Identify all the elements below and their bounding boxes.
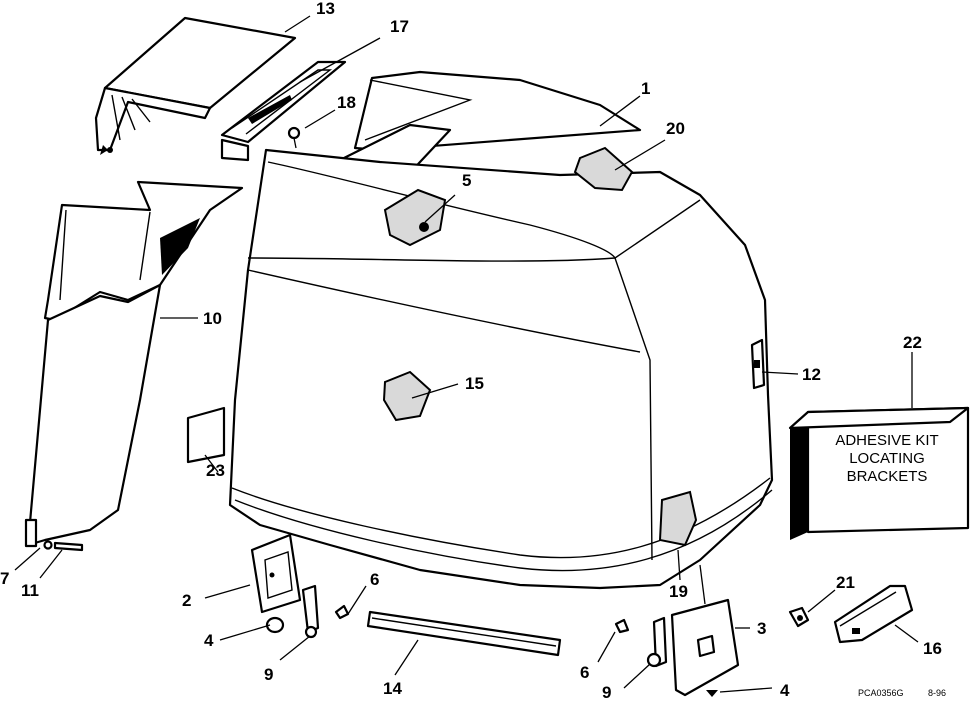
callout-6a: 6 [370, 570, 380, 589]
callout-3: 3 [757, 619, 767, 638]
screw-18 [287, 126, 301, 149]
seal-strip [220, 60, 347, 162]
callout-9b: 9 [602, 683, 612, 702]
callout-10: 10 [203, 309, 222, 328]
pad-15 [382, 370, 432, 422]
pin-11 [53, 541, 84, 552]
callout-2: 2 [182, 591, 192, 610]
callout-21: 21 [836, 573, 855, 592]
end-cap-16 [833, 584, 914, 644]
latch-pad-19 [658, 490, 698, 547]
callout-23: 23 [206, 461, 225, 480]
callout-11: 11 [21, 581, 39, 600]
callout-13: 13 [316, 0, 335, 18]
clip-9b [646, 616, 668, 668]
adhesive-kit-box [788, 406, 970, 540]
callout-14: 14 [383, 679, 402, 698]
screw-6a [334, 604, 350, 620]
screw-6b [614, 618, 630, 634]
callout-22: 22 [903, 333, 922, 352]
screw-21 [788, 606, 810, 628]
leader-lines [14, 15, 919, 693]
kit-line-1: ADHESIVE KIT [835, 432, 939, 449]
clip-9a [301, 584, 320, 639]
callout-4b: 4 [780, 681, 790, 700]
callout-1: 1 [641, 79, 651, 98]
callout-12: 12 [802, 365, 821, 384]
latch-plate-3 [670, 598, 740, 697]
callout-20: 20 [666, 119, 685, 138]
strip-14 [366, 610, 562, 657]
screw-7 [43, 540, 53, 550]
hook-plate-5 [383, 188, 447, 247]
kit-line-3: BRACKETS [846, 468, 928, 485]
bracket-2 [250, 533, 302, 614]
intake-cover [94, 16, 297, 155]
adhesive-kit-label: ADHESIVE KIT LOCATING BRACKETS [808, 432, 966, 486]
callout-15: 15 [465, 374, 484, 393]
plug-4a [265, 616, 285, 634]
plug-4b [706, 690, 718, 697]
pad-20 [573, 146, 634, 192]
callout-5: 5 [462, 171, 472, 190]
callout-7: 7 [0, 569, 10, 588]
callout-4a: 4 [204, 631, 214, 650]
callout-17: 17 [390, 17, 409, 36]
callout-6b: 6 [580, 663, 590, 682]
callout-9a: 9 [264, 665, 274, 684]
callout-16: 16 [923, 639, 942, 658]
label-decal-23 [186, 406, 226, 464]
callout-18: 18 [337, 93, 356, 112]
rear-side-panel [24, 180, 244, 548]
drawing-date: 8-96 [928, 688, 947, 698]
callout-19: 19 [669, 582, 688, 601]
drawing-code: PCA0356G [858, 688, 904, 698]
kit-line-2: LOCATING [849, 450, 925, 467]
